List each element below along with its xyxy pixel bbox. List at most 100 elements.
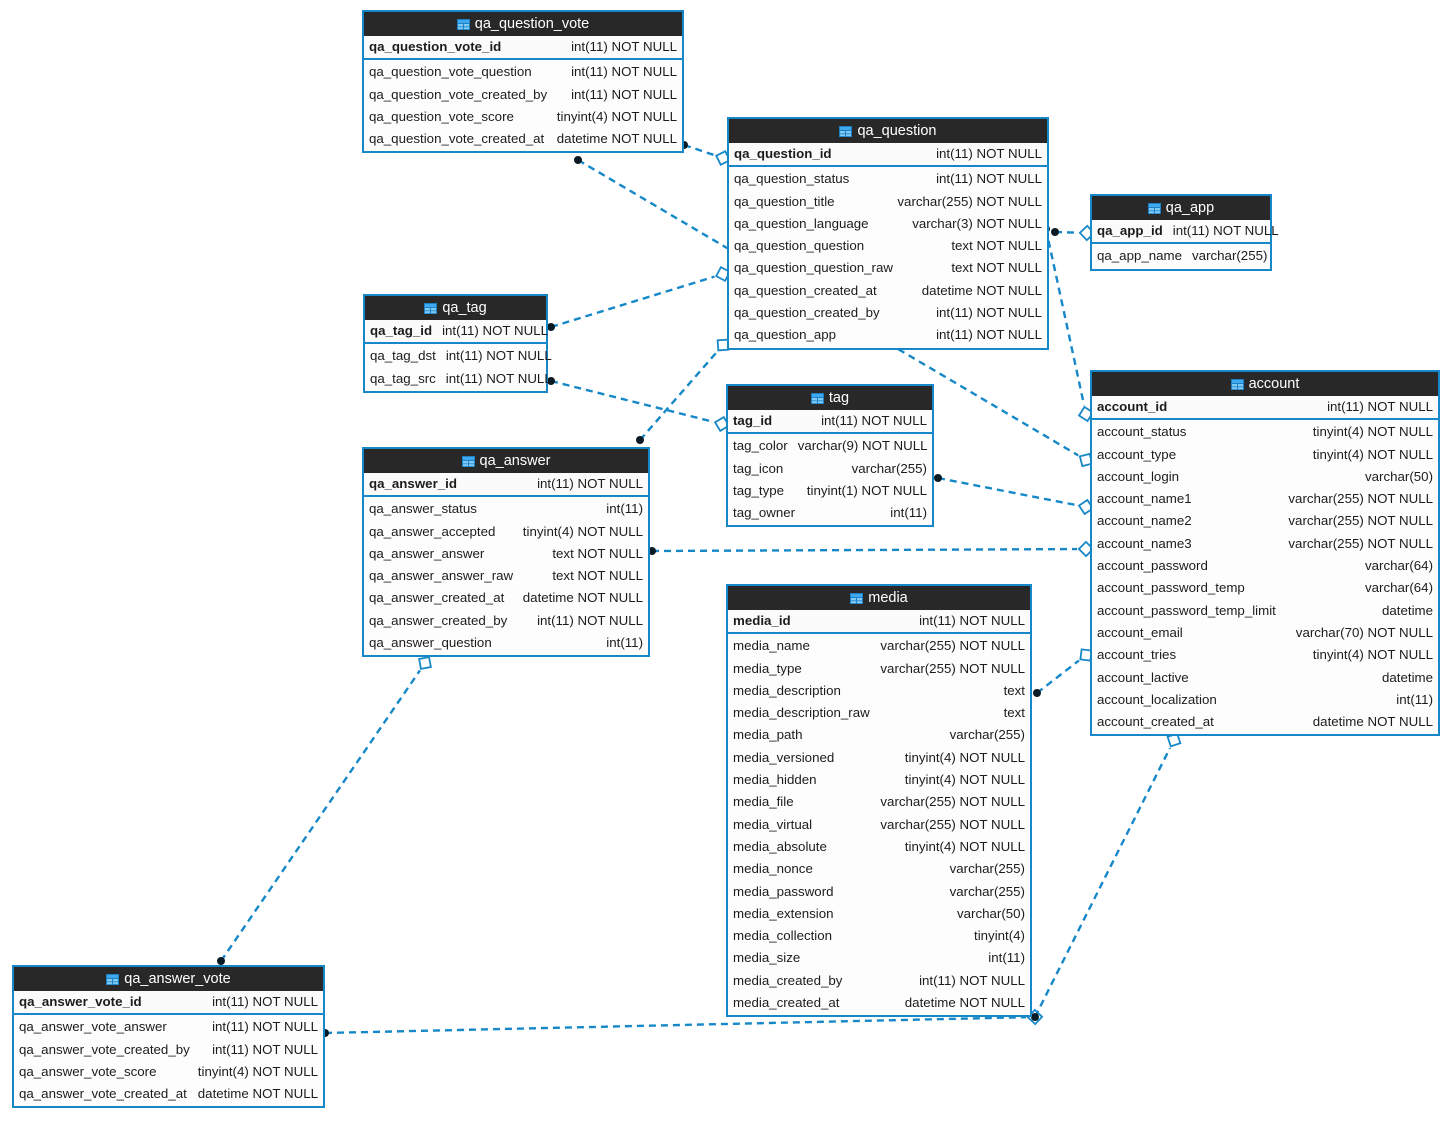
entity-header-media[interactable]: media [728,586,1030,610]
column-type: text NOT NULL [552,545,643,561]
entity-header-tag[interactable]: tag [728,386,932,410]
entity-header-qa_tag[interactable]: qa_tag [365,296,546,320]
entity-header-qa_question[interactable]: qa_question [729,119,1047,143]
relationship-line [1044,228,1086,406]
entity-header-qa_question_vote[interactable]: qa_question_vote [364,12,682,36]
entity-header-qa_app[interactable]: qa_app [1092,196,1270,220]
column-name: qa_question_language [734,215,869,231]
column-name: qa_question_vote_created_by [369,86,548,102]
column-name: media_size [733,950,801,966]
table-icon [850,592,864,604]
column-name: qa_app_name [1097,248,1183,264]
entity-title: qa_question [857,123,937,139]
table-icon [461,455,475,467]
relationship-source-dot [1033,689,1041,697]
entity-header-account[interactable]: account [1092,372,1438,396]
entity-header-qa_answer[interactable]: qa_answer [364,449,648,473]
entity-header-qa_answer_vote[interactable]: qa_answer_vote [14,967,323,991]
column-type: tinyint(4) NOT NULL [1312,647,1433,663]
